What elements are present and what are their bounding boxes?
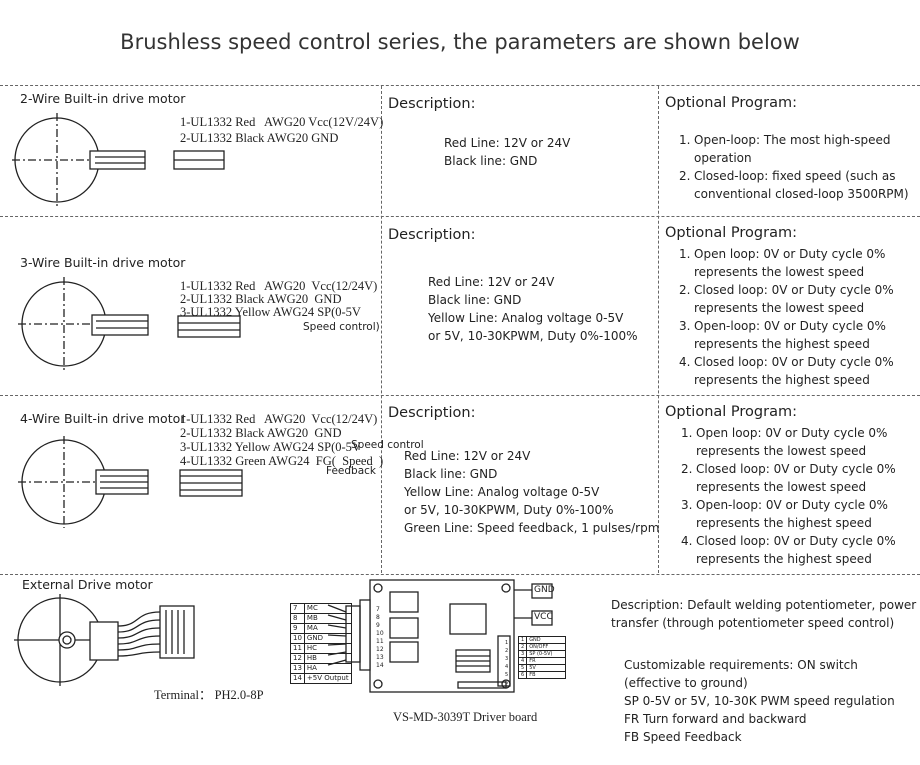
divider bbox=[0, 216, 920, 217]
section-label: External Drive motor bbox=[22, 577, 153, 592]
program-item: 1.Open loop: 0V or Duty cycle 0%represen… bbox=[681, 426, 888, 458]
board-label: VS-MD-3039T Driver board bbox=[393, 710, 538, 724]
section-label: 4-Wire Built-in drive motor bbox=[20, 411, 186, 426]
wire-spec: 2-UL1332 Black AWG20 GND bbox=[180, 131, 339, 145]
divider bbox=[658, 86, 659, 573]
description-line: Red Line: 12V or 24V bbox=[444, 136, 571, 150]
program-header: Optional Program: bbox=[665, 404, 797, 420]
wire-spec: 2-UL1332 Black AWG20 GND bbox=[180, 426, 342, 440]
description-line: Green Line: Speed feedback, 1 pulses/rpm bbox=[404, 521, 660, 535]
description-line: Black line: GND bbox=[404, 467, 498, 481]
wire-note: Speed control bbox=[351, 439, 424, 451]
wire-note: Feedback bbox=[326, 465, 377, 477]
description-header: Description: bbox=[388, 96, 476, 112]
divider bbox=[381, 86, 382, 573]
external-description: Description: Default welding potentiomet… bbox=[611, 596, 916, 632]
signal-numbers: 1 2 3 4 5 6 bbox=[505, 640, 509, 686]
wire-note: Speed control) bbox=[303, 321, 380, 333]
page-title: Brushless speed control series, the para… bbox=[120, 30, 800, 54]
gnd-label: GND bbox=[534, 585, 555, 595]
description-line: transfer (through potentiometer speed co… bbox=[611, 616, 895, 630]
requirement-line: Customizable requirements: ON switch bbox=[624, 658, 858, 672]
wire-spec: 2-UL1332 Black AWG20 GND bbox=[180, 292, 342, 306]
pin-numbers: 7 8 9 10 11 12 13 14 bbox=[376, 606, 384, 669]
program-header: Optional Program: bbox=[665, 95, 797, 111]
description-text: Red Line: 12V or 24V Black line: GND Yel… bbox=[404, 447, 659, 537]
description-line: Red Line: 12V or 24V bbox=[428, 275, 555, 289]
program-list: 1.Open loop: 0V or Duty cycle 0%represen… bbox=[681, 424, 896, 568]
section-label: 3-Wire Built-in drive motor bbox=[20, 255, 186, 270]
description-line: or 5V, 10-30KPWM, Duty 0%-100% bbox=[428, 329, 638, 343]
requirement-line: FB Speed Feedback bbox=[624, 730, 742, 744]
program-item: 4.Closed loop: 0V or Duty cycle 0%repres… bbox=[679, 355, 894, 387]
program-list: 1.Open loop: 0V or Duty cycle 0%represen… bbox=[679, 245, 894, 389]
terminal-label: Terminal： PH2.0-8P bbox=[154, 688, 264, 702]
program-item: 2.Closed loop: 0V or Duty cycle 0%repres… bbox=[679, 283, 894, 315]
description-text: Red Line: 12V or 24V Black line: GND bbox=[444, 134, 570, 170]
requirement-line: (effective to ground) bbox=[624, 676, 748, 690]
description-line: Red Line: 12V or 24V bbox=[404, 449, 531, 463]
requirement-line: FR Turn forward and backward bbox=[624, 712, 807, 726]
program-item: 3.Open-loop: 0V or Duty cycle 0%represen… bbox=[681, 498, 888, 530]
program-item: 2.Closed loop: 0V or Duty cycle 0%repres… bbox=[681, 462, 896, 494]
program-item: 1.Open loop: 0V or Duty cycle 0%represen… bbox=[679, 247, 886, 279]
wire-spec: 1-UL1332 Red AWG20 Vcc(12/24V) bbox=[180, 279, 378, 293]
wire-spec: 1-UL1332 Red AWG20 Vcc(12V/24V) bbox=[180, 115, 384, 129]
divider bbox=[0, 85, 920, 86]
program-header: Optional Program: bbox=[665, 225, 797, 241]
divider bbox=[0, 395, 920, 396]
description-line: Yellow Line: Analog voltage 0-5V bbox=[428, 311, 624, 325]
divider bbox=[0, 574, 920, 575]
section-label: 2-Wire Built-in drive motor bbox=[20, 91, 186, 106]
wire-spec: 3-UL1332 Yellow AWG24 SP(0-5V bbox=[180, 440, 361, 454]
description-text: Red Line: 12V or 24V Black line: GND Yel… bbox=[428, 273, 638, 345]
program-item: 4.Closed loop: 0V or Duty cycle 0%repres… bbox=[681, 534, 896, 566]
custom-requirements: Customizable requirements: ON switch (ef… bbox=[624, 656, 895, 746]
requirement-line: SP 0-5V or 5V, 10-30K PWM speed regulati… bbox=[624, 694, 895, 708]
description-line: Black line: GND bbox=[444, 154, 538, 168]
table-row: 14+5V Output bbox=[290, 673, 352, 684]
description-line: or 5V, 10-30KPWM, Duty 0%-100% bbox=[404, 503, 614, 517]
program-item: 3.Open-loop: 0V or Duty cycle 0%represen… bbox=[679, 319, 886, 351]
description-line: Description: Default welding potentiomet… bbox=[611, 598, 917, 612]
description-line: Black line: GND bbox=[428, 293, 522, 307]
vcc-label: VCC bbox=[534, 612, 553, 622]
description-header: Description: bbox=[388, 227, 476, 243]
description-line: Yellow Line: Analog voltage 0-5V bbox=[404, 485, 600, 499]
wire-spec: 4-UL1332 Green AWG24 FG( Speed ) bbox=[180, 454, 384, 468]
wire-spec: 3-UL1332 Yellow AWG24 SP(0-5V bbox=[180, 305, 361, 319]
wire-spec: 1-UL1332 Red AWG20 Vcc(12/24V) bbox=[180, 412, 378, 426]
description-header: Description: bbox=[388, 405, 476, 421]
